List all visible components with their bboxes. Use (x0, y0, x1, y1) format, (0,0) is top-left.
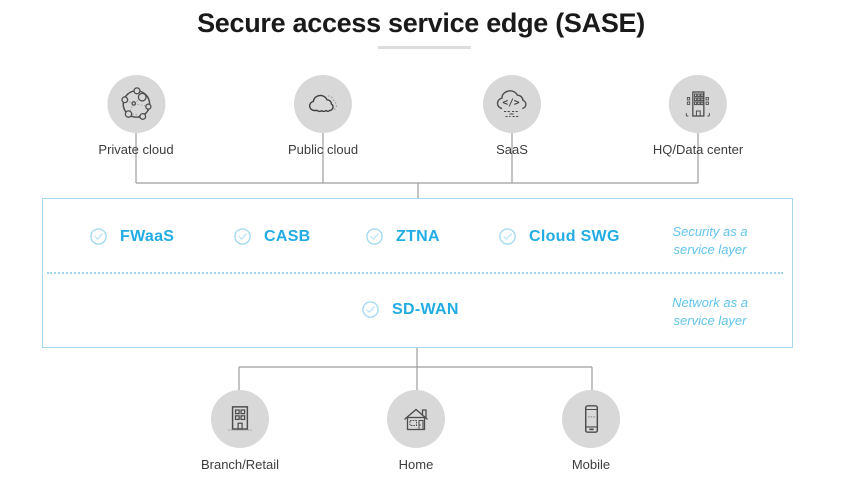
node-label: SaaS (496, 142, 528, 157)
check-circle-icon (234, 228, 251, 245)
check-circle-icon (366, 228, 383, 245)
service-ztna: ZTNA (365, 227, 440, 246)
service-label: CASB (264, 227, 311, 245)
check-circle-icon (362, 301, 379, 318)
service-casb: CASB (233, 227, 311, 246)
node-saas: </> SaaS (483, 75, 541, 157)
caption-line: service layer (673, 313, 747, 329)
node-branch-retail: Branch/Retail (201, 390, 279, 472)
node-label: Private cloud (98, 142, 174, 157)
node-label: Home (398, 457, 434, 472)
svg-text:</>: </> (502, 98, 519, 109)
node-hq-data-center: HQ/Data center (653, 75, 743, 157)
sase-service-box: FWaaS CASB ZTNA Cloud SWG Security a (42, 198, 793, 348)
caption-line: Network as a (672, 295, 748, 310)
check-circle-icon (499, 228, 516, 245)
service-cloud-swg: Cloud SWG (498, 227, 620, 246)
node-circle (668, 75, 727, 133)
saas-cloud-code-icon: </> (496, 90, 527, 118)
network-layer-caption: Network as a service layer (650, 294, 770, 330)
node-circle (387, 390, 445, 448)
mobile-phone-icon (584, 405, 599, 433)
service-label: Cloud SWG (529, 227, 620, 245)
node-label: Public cloud (287, 142, 359, 157)
check-circle-icon (90, 228, 107, 245)
node-circle (562, 390, 620, 448)
branch-building-icon (228, 406, 252, 431)
service-label: SD-WAN (392, 300, 459, 318)
service-sd-wan: SD-WAN (361, 300, 459, 319)
service-fwaas: FWaaS (89, 227, 174, 246)
public-cloud-icon (309, 94, 338, 113)
node-circle (210, 390, 269, 448)
title-underline (378, 46, 471, 49)
service-label: FWaaS (120, 227, 175, 245)
node-private-cloud: Private cloud (98, 75, 174, 157)
layer-divider (47, 272, 783, 274)
node-label: Branch/Retail (200, 457, 280, 472)
node-label: Mobile (571, 457, 611, 472)
home-icon (404, 408, 428, 431)
service-label: ZTNA (396, 227, 440, 245)
node-circle (293, 75, 352, 133)
node-home: Home (387, 390, 445, 472)
security-layer-caption: Security as a service layer (650, 223, 770, 259)
node-circle: </> (483, 75, 541, 133)
datacenter-building-icon (686, 91, 710, 117)
node-mobile: Mobile (562, 390, 620, 472)
private-cloud-icon (120, 87, 152, 120)
node-public-cloud: Public cloud (288, 75, 358, 157)
caption-line: service layer (673, 242, 747, 258)
node-label: HQ/Data center (652, 142, 744, 157)
caption-line: Security as a (672, 224, 748, 239)
page-title: Secure access service edge (SASE) (197, 8, 645, 38)
node-circle (107, 75, 165, 133)
